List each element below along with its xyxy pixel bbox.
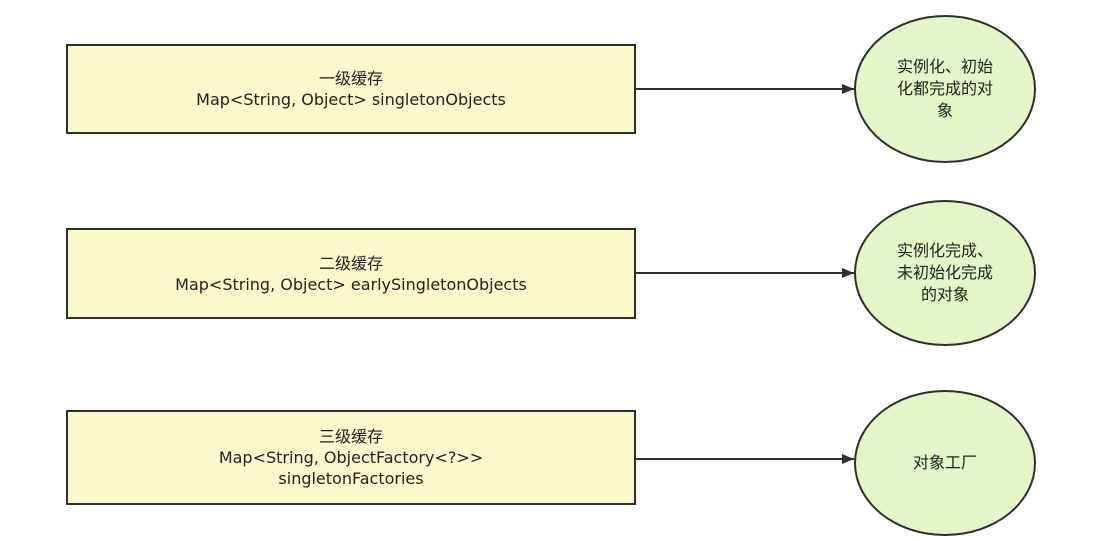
- cache-level-2-map: Map<String, Object> earlySingletonObject…: [175, 274, 527, 294]
- target-2-line-2: 未初始化完成: [896, 263, 993, 282]
- target-early-object-node: 实例化完成、 未初始化完成 的对象: [854, 200, 1036, 346]
- cache-level-2-box: 二级缓存 Map<String, Object> earlySingletonO…: [66, 228, 636, 319]
- target-object-factory-node: 对象工厂: [854, 390, 1036, 536]
- target-1-line-3: 象: [936, 101, 953, 120]
- target-2-line-1: 实例化完成、: [896, 241, 993, 260]
- cache-level-3-box: 三级缓存 Map<String, ObjectFactory<?>> singl…: [66, 410, 636, 505]
- target-2-line-3: 的对象: [920, 285, 969, 304]
- target-1-line-2: 化都完成的对: [896, 79, 993, 98]
- cache-level-3-map-name: singletonFactories: [278, 469, 424, 488]
- target-fully-initialized-node: 实例化、初始 化都完成的对 象: [854, 15, 1036, 163]
- cache-level-1-box: 一级缓存 Map<String, Object> singletonObject…: [66, 44, 636, 134]
- cache-level-1-title: 一级缓存: [318, 69, 383, 88]
- target-1-line-1: 实例化、初始: [896, 57, 993, 76]
- cache-level-3-title: 三级缓存: [318, 427, 383, 446]
- cache-level-3-map: Map<String, ObjectFactory<?>>: [218, 448, 484, 467]
- cache-level-1-map: Map<String, Object> singletonObjects: [196, 90, 506, 109]
- target-3-line-1: 对象工厂: [912, 453, 977, 472]
- cache-level-2-title: 二级缓存: [318, 253, 383, 273]
